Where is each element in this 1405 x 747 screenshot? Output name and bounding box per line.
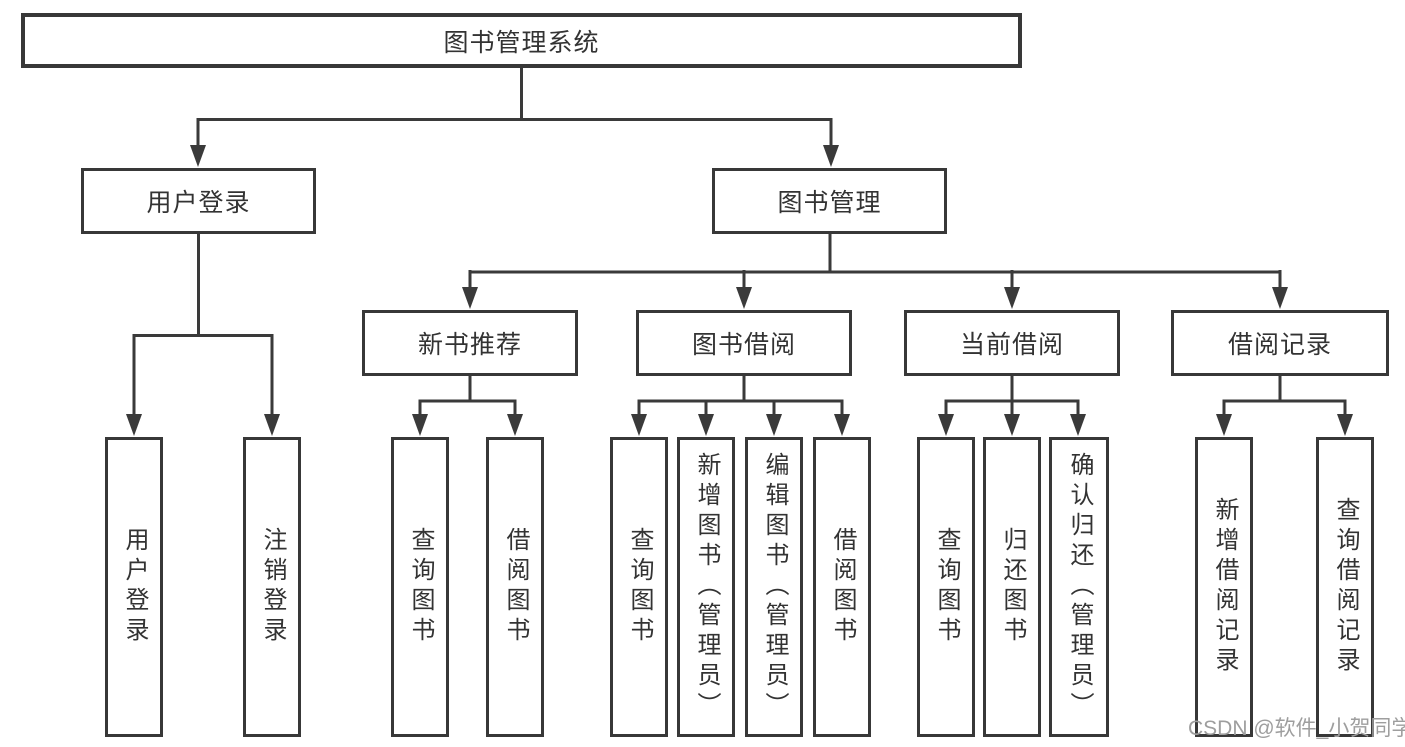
node-borrow-records: 借阅记录 <box>1171 310 1389 376</box>
node-label: 当前借阅 <box>959 331 1064 359</box>
leaf-query-books-recommend: 查询图书 <box>391 437 449 737</box>
connector-records-to-leaves <box>1222 375 1347 424</box>
node-label: 查询图书 <box>407 527 434 647</box>
node-label: 借阅图书 <box>502 527 529 647</box>
node-label: 查询图书 <box>626 527 653 647</box>
node-label: 确认归还（管理员） <box>1066 452 1093 722</box>
leaf-logout: 注销登录 <box>243 437 301 737</box>
arrow-down-icon <box>462 287 478 309</box>
node-label: 查询借阅记录 <box>1332 497 1359 677</box>
node-book-management: 图书管理 <box>712 168 947 234</box>
arrow-down-icon <box>1070 414 1086 436</box>
connector-login-to-leaves <box>132 232 274 424</box>
arrow-down-icon <box>126 414 142 436</box>
node-label: 新增图书（管理员） <box>693 452 720 722</box>
node-label: 图书借阅 <box>691 331 796 359</box>
arrow-down-icon <box>766 414 782 436</box>
node-label: 图书管理 <box>777 189 882 217</box>
connector-borrow-to-leaves <box>637 375 844 424</box>
node-label: 用户登录 <box>146 189 251 217</box>
node-label: 用户登录 <box>121 527 148 647</box>
arrow-down-icon <box>823 145 839 167</box>
connector-management-to-sections <box>468 232 1282 298</box>
node-label: 新书推荐 <box>417 331 522 359</box>
arrow-down-icon <box>736 287 752 309</box>
connector-current-to-leaves <box>944 375 1080 424</box>
arrow-down-icon <box>1272 287 1288 309</box>
arrow-down-icon <box>698 414 714 436</box>
arrow-down-icon <box>1337 414 1353 436</box>
connector-recommend-to-leaves <box>418 375 517 424</box>
leaf-confirm-return-admin: 确认归还（管理员） <box>1049 437 1109 737</box>
node-new-book-recommend: 新书推荐 <box>362 310 578 376</box>
leaf-query-borrow-record: 查询借阅记录 <box>1316 437 1374 737</box>
arrow-down-icon <box>834 414 850 436</box>
arrow-down-icon <box>507 414 523 436</box>
leaf-borrow-books: 借阅图书 <box>813 437 871 737</box>
arrow-down-icon <box>631 414 647 436</box>
arrow-down-icon <box>190 145 206 167</box>
leaf-user-login: 用户登录 <box>105 437 163 737</box>
node-label: 归还图书 <box>999 527 1026 647</box>
node-label: 注销登录 <box>259 527 286 647</box>
arrow-down-icon <box>1216 414 1232 436</box>
csdn-watermark: CSDN @软件_小贺同学 <box>1188 717 1405 740</box>
node-label: 图书管理系统 <box>443 28 600 57</box>
arrow-down-icon <box>1004 287 1020 309</box>
node-label: 借阅图书 <box>829 527 856 647</box>
leaf-return-book: 归还图书 <box>983 437 1041 737</box>
leaf-query-books-borrow: 查询图书 <box>610 437 668 737</box>
leaf-query-books-current: 查询图书 <box>917 437 975 737</box>
leaf-edit-book-admin: 编辑图书（管理员） <box>745 437 803 737</box>
arrow-down-icon <box>264 414 280 436</box>
arrow-down-icon <box>1004 414 1020 436</box>
node-label: 查询图书 <box>933 527 960 647</box>
connector-root-to-level2 <box>196 66 833 154</box>
leaf-borrow-books-recommend: 借阅图书 <box>486 437 544 737</box>
arrow-down-icon <box>938 414 954 436</box>
leaf-add-book-admin: 新增图书（管理员） <box>677 437 735 737</box>
node-library-system: 图书管理系统 <box>21 13 1022 68</box>
node-label: 新增借阅记录 <box>1211 497 1238 677</box>
node-label: 编辑图书（管理员） <box>761 452 788 722</box>
node-user-login: 用户登录 <box>81 168 316 234</box>
node-current-borrow: 当前借阅 <box>904 310 1120 376</box>
node-book-borrow: 图书借阅 <box>636 310 852 376</box>
leaf-add-borrow-record: 新增借阅记录 <box>1195 437 1253 737</box>
node-label: 借阅记录 <box>1227 331 1332 359</box>
arrow-down-icon <box>412 414 428 436</box>
